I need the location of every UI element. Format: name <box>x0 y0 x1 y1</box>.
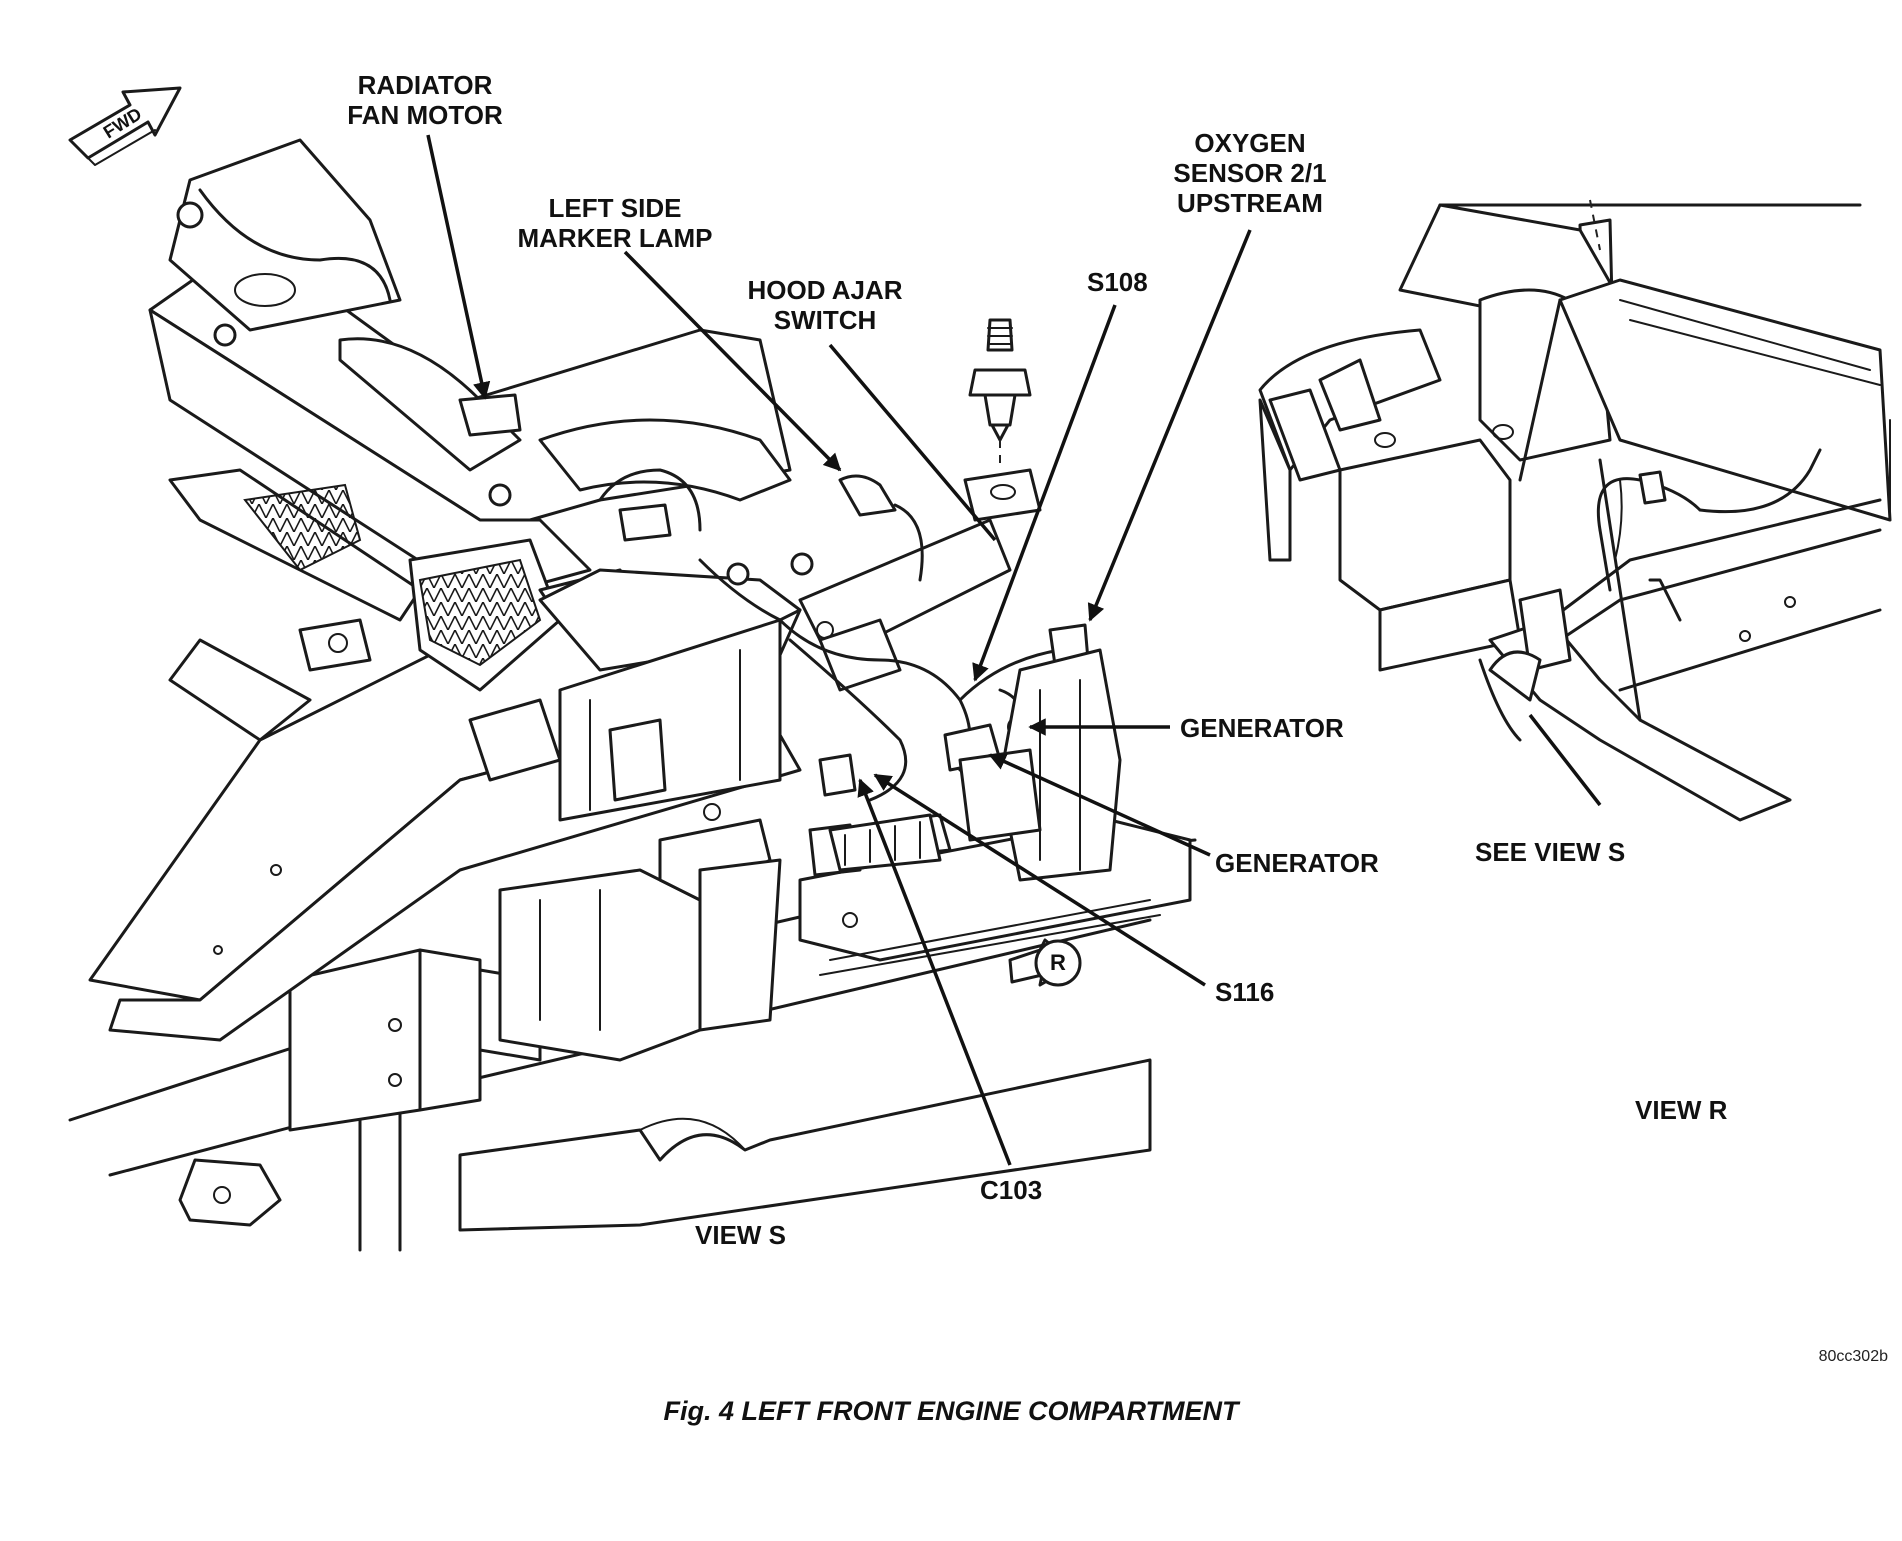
s116-label: S116 <box>1215 977 1275 1007</box>
leader-s108 <box>972 304 1117 682</box>
view-r-drawing <box>1258 199 1892 822</box>
oxygen-sensor-line-2: SENSOR 2/1 <box>1173 158 1327 188</box>
figure-code: 80cc302b <box>1818 1348 1888 1365</box>
s108-label: S108 <box>1087 267 1148 297</box>
left-side-marker-lamp-line-1: LEFT SIDE <box>548 193 682 223</box>
view-r-marker-letter: R <box>1050 950 1066 975</box>
figure-caption: Fig. 4 LEFT FRONT ENGINE COMPARTMENT <box>663 1396 1239 1426</box>
hood-ajar-switch-line-2: SWITCH <box>773 305 877 335</box>
view-s-label: VIEW S <box>695 1220 787 1250</box>
see-view-s-label: SEE VIEW S <box>1475 837 1626 867</box>
leader-c103 <box>857 778 1012 1166</box>
view-s-drawing <box>68 138 1197 1252</box>
view-r-label: VIEW R <box>1635 1095 1728 1125</box>
radiator-fan-motor-label: RADIATOR FAN MOTOR <box>332 70 518 130</box>
mounting-stud <box>968 318 1032 442</box>
left-side-marker-lamp-label: LEFT SIDE MARKER LAMP <box>510 193 720 253</box>
radiator-fan-motor-line-1: RADIATOR <box>357 70 493 100</box>
radiator-fan-motor-line-2: FAN MOTOR <box>347 100 503 130</box>
fwd-arrow <box>68 86 182 166</box>
left-side-marker-lamp-line-2: MARKER LAMP <box>517 223 713 253</box>
hood-ajar-switch-line-1: HOOD AJAR <box>747 275 903 305</box>
leader-see-view-s <box>1528 713 1602 807</box>
leader-radiator-fan-motor <box>426 134 491 400</box>
leader-left-side-marker-lamp <box>623 250 842 472</box>
oxygen-sensor-line-3: UPSTREAM <box>1177 188 1323 218</box>
hood-ajar-switch-label: HOOD AJAR SWITCH <box>735 275 915 335</box>
view-r-marker <box>1008 938 1082 987</box>
leader-oxygen-sensor <box>1087 229 1252 622</box>
c103-label: C103 <box>980 1175 1043 1205</box>
oxygen-sensor-label: OXYGEN SENSOR 2/1 UPSTREAM <box>1160 128 1340 218</box>
leader-hood-ajar-switch <box>828 343 997 542</box>
oxygen-sensor-line-1: OXYGEN <box>1194 128 1306 158</box>
generator-label-2: GENERATOR <box>1215 848 1379 878</box>
generator-label-1: GENERATOR <box>1180 713 1344 743</box>
leader-s116 <box>873 773 1206 987</box>
leader-lines <box>426 134 1602 1166</box>
leader-generator-2 <box>988 753 1211 857</box>
